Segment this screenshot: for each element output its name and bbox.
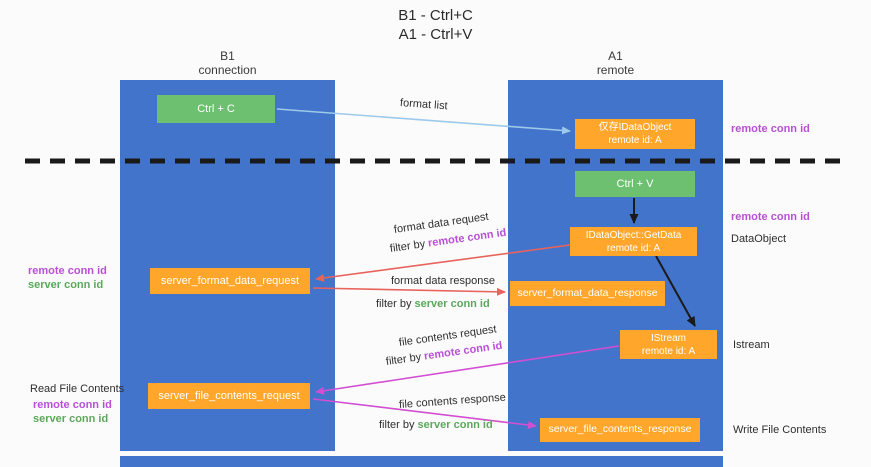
remote-conn-id-left-1-label: remote conn id <box>28 265 107 277</box>
istream-side-label: Istream <box>733 339 770 351</box>
right-column-name: A1 <box>608 49 623 63</box>
read-file-contents-label: Read File Contents <box>30 383 125 395</box>
server-file-contents-response-node: server_file_contents_response <box>540 418 700 442</box>
server-conn-id-text: server conn id <box>417 419 493 431</box>
file-contents-response-filter-label: filter by server conn id <box>379 419 493 431</box>
remote-conn-id-left-2-label: remote conn id <box>33 399 112 411</box>
remote-conn-id-mid-right-label: remote conn id <box>731 211 810 223</box>
title-line-1: B1 - Ctrl+C <box>398 7 473 24</box>
filter-by-text: filter by <box>389 237 429 255</box>
right-column-subtitle: remote <box>596 63 635 78</box>
server-format-data-request-label: server_format_data_request <box>160 274 300 287</box>
ctrl-v-node: Ctrl + V <box>575 171 695 197</box>
idataobject-getdata-node: IDataObject::GetData remote id: A <box>570 227 697 256</box>
write-file-contents-label: Write File Contents <box>733 424 827 436</box>
server-format-data-response-node: server_format_data_response <box>510 281 665 306</box>
filter-by-text: filter by <box>385 350 425 368</box>
format-data-response-edge-label: format data response <box>391 275 495 287</box>
dataobject-label: DataObject <box>731 233 787 245</box>
server-format-data-response-label: server_format_data_response <box>517 286 658 299</box>
idataobject-stub-line1: 仅存IDataObject <box>598 122 672 133</box>
idataobject-stub-line2: remote id: A <box>608 135 662 146</box>
filter-by-text: filter by <box>379 419 418 431</box>
idataobject-getdata-line2: remote id: A <box>606 242 661 254</box>
format-list-edge-label: format list <box>399 97 448 113</box>
idataobject-stub-node: 仅存IDataObject remote id: A <box>575 119 695 149</box>
server-file-contents-request-node: server_file_contents_request <box>148 383 310 409</box>
istream-line2: remote id: A <box>641 345 696 357</box>
ctrl-c-label: Ctrl + C <box>197 102 235 115</box>
server-conn-id-left-1-label: server conn id <box>28 279 104 291</box>
left-column-header: B1 connection <box>120 49 335 78</box>
server-conn-id-text: server conn id <box>414 298 490 310</box>
remote-conn-id-text: remote conn id <box>427 226 508 250</box>
filter-by-text: filter by <box>376 298 415 310</box>
right-column-header: A1 remote <box>508 49 723 78</box>
server-file-contents-response-label: server_file_contents_response <box>548 423 692 436</box>
left-column-subtitle: connection <box>198 63 257 78</box>
left-column-name: B1 <box>220 49 235 63</box>
diagram-title: B1 - Ctrl+C A1 - Ctrl+V <box>0 7 871 45</box>
idataobject-getdata-line1: IDataObject::GetData <box>585 229 682 241</box>
bottom-bar <box>120 456 723 467</box>
istream-node: IStream remote id: A <box>620 330 717 359</box>
title-line-2: A1 - Ctrl+V <box>398 25 473 43</box>
istream-line1: IStream <box>650 332 686 344</box>
ctrl-c-node: Ctrl + C <box>157 95 275 123</box>
remote-conn-id-top-right-label: remote conn id <box>731 123 810 135</box>
server-conn-id-left-2-label: server conn id <box>33 413 109 425</box>
file-contents-response-edge-label: file contents response <box>398 391 507 411</box>
ctrl-v-label: Ctrl + V <box>616 177 654 190</box>
server-file-contents-request-label: server_file_contents_request <box>158 389 300 402</box>
server-format-data-request-node: server_format_data_request <box>150 268 310 294</box>
format-data-response-arrow <box>312 287 506 296</box>
format-data-response-filter-label: filter by server conn id <box>376 298 490 310</box>
